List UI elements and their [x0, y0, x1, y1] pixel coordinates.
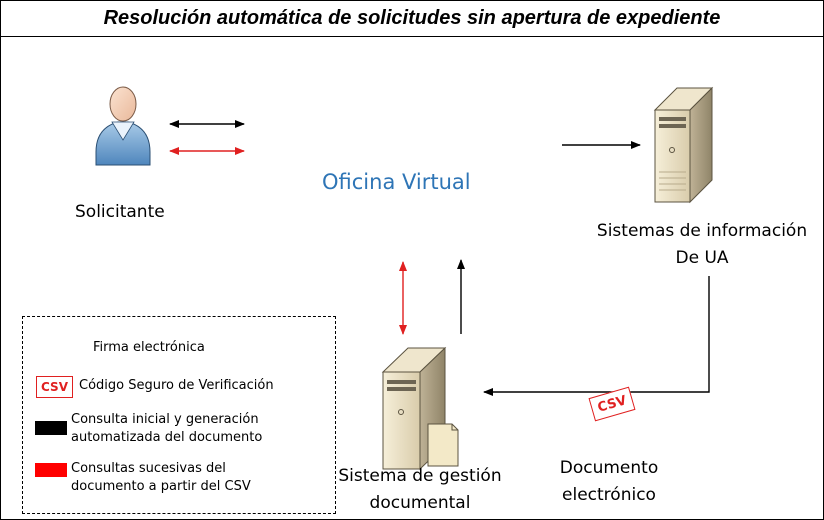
legend-csv-label: Código Seguro de Verificación: [79, 378, 274, 393]
gestion-line2: documental: [369, 493, 471, 513]
documento-label: Documento electrónico: [548, 455, 670, 509]
legend-csv-badge-text: CSV: [41, 380, 68, 394]
legend-red-swatch: [35, 463, 67, 477]
legend-black-line2: automatizada del documento: [71, 430, 263, 445]
oficina-virtual-label: Oficina Virtual: [322, 170, 471, 194]
server-icon: [653, 86, 714, 204]
csv-stamp-text: CSV: [595, 392, 629, 416]
sistemas-info-label: Sistemas de información De UA: [572, 218, 824, 272]
solicitante-label: Solicitante: [75, 202, 165, 222]
document-server-icon: [381, 346, 459, 471]
legend-black-line1: Consulta inicial y generación: [71, 412, 259, 427]
legend-red-line2: documento a partir del CSV: [71, 479, 251, 494]
legend-red-text: Consultas sucesivas del documento a part…: [71, 460, 251, 496]
legend-black-text: Consulta inicial y generación automatiza…: [71, 411, 262, 447]
documento-line2: electrónico: [562, 485, 656, 505]
legend: Firma electrónica CSV Código Seguro de V…: [22, 316, 336, 514]
title-bar: Resolución automática de solicitudes sin…: [1, 1, 823, 37]
gestion-line1: Sistema de gestión: [338, 466, 502, 486]
legend-firma: Firma electrónica: [93, 340, 205, 355]
sistemas-to-gestion-arrow: [483, 276, 710, 396]
legend-csv-badge: CSV: [36, 376, 73, 398]
legend-red-line1: Consultas sucesivas del: [71, 461, 226, 476]
documento-line1: Documento: [559, 458, 659, 478]
sistemas-info-line2: De UA: [675, 248, 729, 268]
legend-black-swatch: [35, 421, 67, 435]
person-icon: [95, 86, 151, 166]
sistemas-info-line1: Sistemas de información: [596, 221, 808, 241]
diagram-title: Resolución automática de solicitudes sin…: [103, 7, 721, 29]
gestion-label: Sistema de gestión documental: [328, 463, 512, 517]
